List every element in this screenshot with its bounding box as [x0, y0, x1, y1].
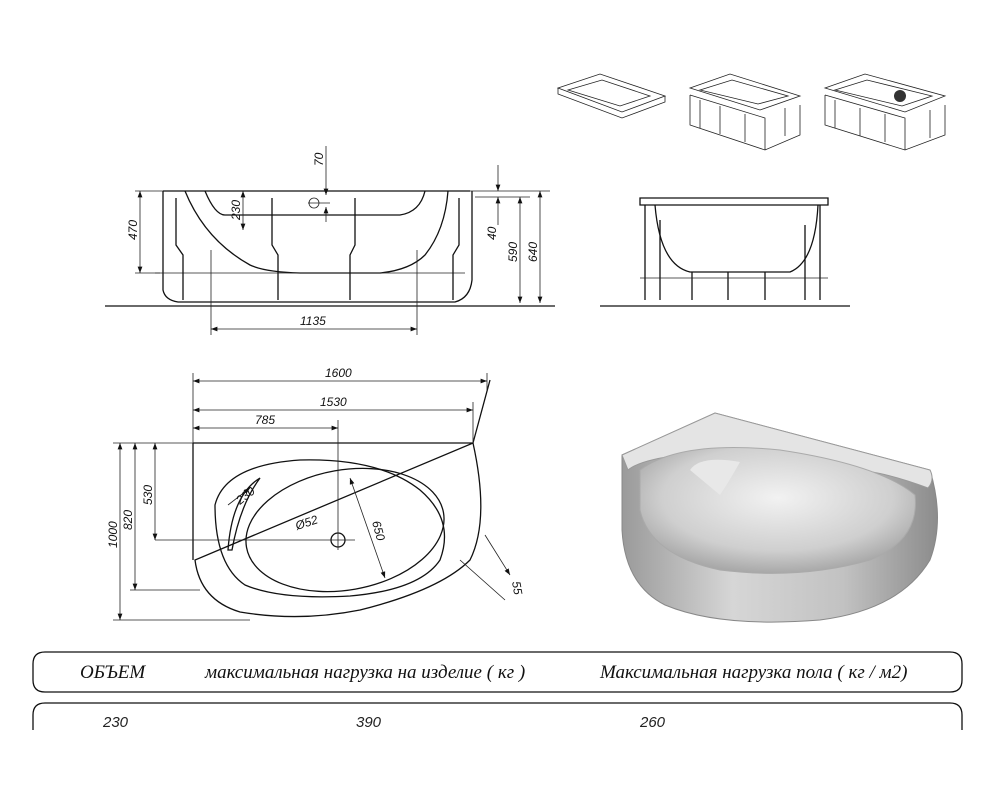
header-volume: ОБЪЕМ	[80, 662, 146, 683]
top-view: 1600 1530 785 1000 820 530 230 Ø52 650 5…	[106, 366, 525, 621]
dim-1000: 1000	[106, 521, 120, 548]
bathtub-3d-render	[621, 412, 938, 623]
dim-650: 650	[369, 519, 388, 542]
side-view	[600, 197, 850, 307]
dim-40: 40	[485, 226, 499, 240]
dim-640: 640	[526, 242, 540, 262]
header-max-load-product: максимальная нагрузка на изделие ( кг )	[204, 662, 525, 683]
dim-55: 55	[509, 580, 525, 596]
dim-590: 590	[506, 242, 520, 262]
dim-785: 785	[255, 413, 275, 427]
dim-drain-52: Ø52	[293, 512, 320, 533]
value-max-load-product: 390	[356, 714, 382, 731]
dim-230: 230	[229, 200, 243, 221]
table-header-band	[32, 651, 963, 693]
front-view: 470 230 70 1135 40 590 640	[105, 146, 555, 335]
value-volume: 230	[102, 714, 129, 731]
table-values-band	[32, 702, 963, 730]
dim-1135: 1135	[300, 314, 326, 328]
dim-470: 470	[126, 220, 140, 240]
header-max-load-floor: Максимальная нагрузка пола ( кг / м2)	[599, 662, 907, 683]
spec-table: ОБЪЕМ максимальная нагрузка на изделие (…	[32, 651, 963, 731]
dim-1530: 1530	[320, 395, 347, 409]
dim-1600: 1600	[325, 366, 352, 380]
dim-530: 530	[141, 485, 155, 505]
thumbnail-bath-with-panel-and-whirlpool	[823, 73, 947, 151]
thumbnail-bath-with-panel	[688, 73, 802, 151]
dim-820: 820	[121, 510, 135, 530]
dim-70: 70	[312, 152, 326, 166]
value-max-load-floor: 260	[639, 714, 666, 731]
thumbnail-bath-only	[556, 73, 667, 119]
